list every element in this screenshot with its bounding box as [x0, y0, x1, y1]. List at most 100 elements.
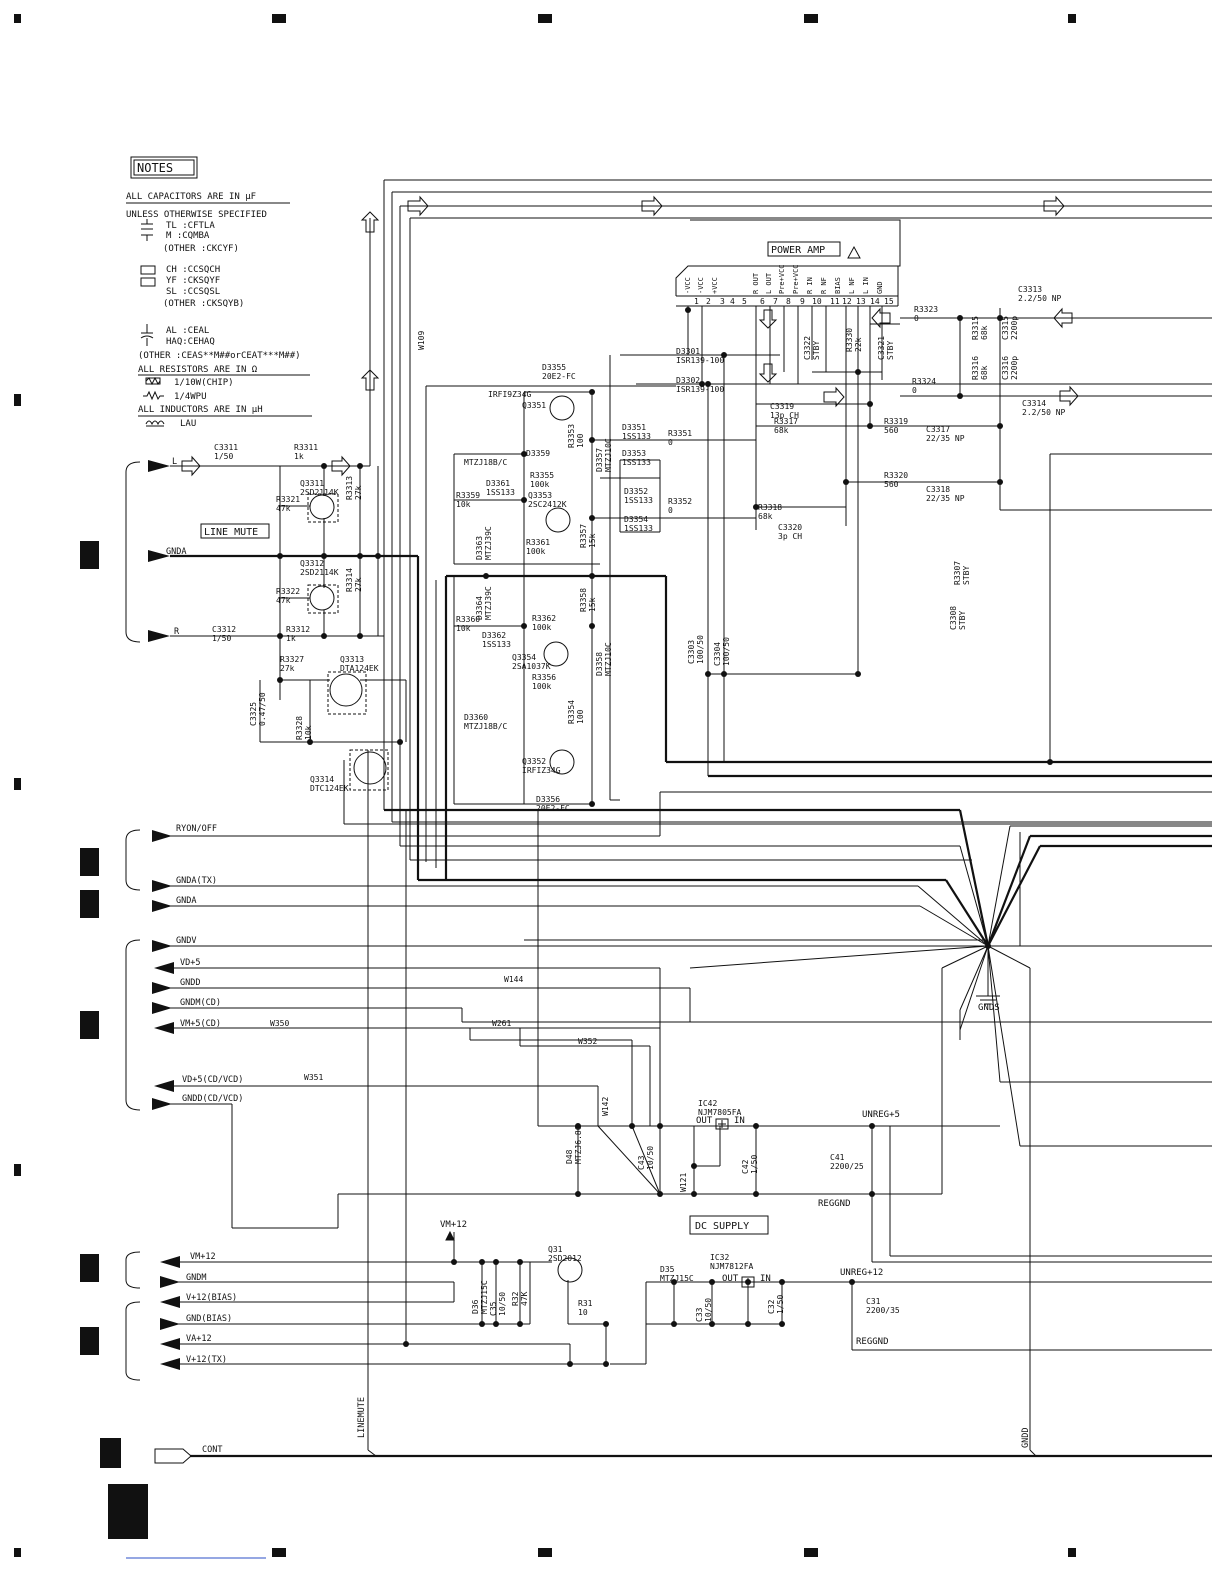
part-ref: W351 [304, 1073, 323, 1082]
part-value: 2SD2114K [300, 568, 339, 577]
connector-label: GNDM(CD) [180, 998, 221, 1008]
notes-line: CH :CCSQCH [166, 265, 220, 275]
part-ref: C41 [830, 1153, 845, 1162]
part-ref: Q3353 [528, 491, 552, 500]
ic-pin-number: 11 [830, 297, 840, 306]
part-ref: C3322 [803, 336, 812, 360]
part-label: R3353100 [567, 424, 585, 448]
part-label: C3310/50 [695, 1298, 713, 1322]
connector-label: VD+5(CD/VCD) [182, 1075, 243, 1085]
part-value: 1k [286, 634, 296, 643]
part-ref: C3316 [1001, 356, 1010, 380]
notes-line: ALL RESISTORS ARE IN Ω [138, 365, 258, 375]
connector-arrows [148, 460, 180, 1370]
part-label: D3364MTZJ39C [475, 586, 493, 620]
part-value: 15k [588, 533, 597, 548]
part-label: W144 [504, 975, 523, 984]
part-value: 0.47/50 [258, 692, 267, 726]
notes-line: (OTHER :CKSQYB) [163, 299, 244, 309]
ic-pin-number: 8 [786, 297, 791, 306]
ic-pin-name: R NF [820, 277, 828, 294]
part-value: 22/35 NP [926, 494, 965, 503]
arrow-right-icon [331, 455, 351, 477]
part-ref: C35 [489, 1301, 498, 1316]
part-value: 2SD2012 [548, 1254, 582, 1263]
cont-connector-icon [154, 1448, 192, 1464]
part-value: MTZJ18B/C [464, 722, 508, 731]
part-value: 2SC2412K [528, 500, 567, 509]
part-ref: D3363 [475, 536, 484, 560]
part-value: 100/50 [696, 635, 705, 664]
part-ref: R3323 [914, 305, 938, 314]
part-ref: D3361 [486, 479, 510, 488]
part-label: C321/50 [767, 1295, 785, 1314]
arrow-right-icon [823, 386, 845, 408]
part-ref: R3321 [276, 495, 300, 504]
part-ref: IC32 [710, 1253, 729, 1262]
arrow-right-icon [181, 455, 201, 477]
connector-in-icon [160, 1318, 180, 1330]
part-ref: R3312 [286, 625, 310, 634]
part-label: W350 [270, 1019, 289, 1028]
part-label: R332810k [295, 716, 313, 740]
ic-pin-name: BIAS [834, 277, 842, 294]
part-value: 22k [854, 337, 863, 352]
notes-line: 1/4WPU [174, 392, 207, 402]
connector-in-icon [152, 1002, 172, 1014]
arrow-left-icon [1053, 307, 1073, 329]
part-ref: R3330 [845, 328, 854, 352]
regulator-boxes [715, 1118, 755, 1288]
dc-supply-label: DC SUPPLY [695, 1221, 749, 1232]
connector-in-icon [152, 1098, 172, 1110]
part-value: 47k [276, 596, 291, 605]
part-label: W142 [601, 1097, 610, 1116]
part-ref: D3351 [622, 423, 646, 432]
connector-label: GNDA(TX) [176, 876, 217, 886]
connector-label: V+12(TX) [186, 1355, 227, 1365]
ic-pin-number: 4 [730, 297, 735, 306]
net-label-linemute: LINEMUTE [357, 1397, 367, 1438]
part-ref: R3361 [526, 538, 550, 547]
connector-in-icon [148, 460, 170, 472]
ic32-out-label: OUT [722, 1274, 739, 1284]
notes-line: (OTHER :CKCYF) [163, 244, 239, 254]
connector-label: RYON/OFF [176, 824, 217, 834]
notes-line: HAQ:CEHAQ [166, 337, 215, 347]
part-ref: C33 [695, 1307, 704, 1322]
part-ref: C3318 [926, 485, 950, 494]
part-ref: R3320 [884, 471, 908, 480]
part-label: Q3351 [522, 401, 546, 410]
connector-label: VA+12 [186, 1334, 212, 1344]
part-ref: R3307 [953, 561, 962, 585]
part-ref: R3311 [294, 443, 318, 452]
part-label: D3358MTZJ10C [595, 642, 613, 676]
notes-line: YF :CKSQYF [166, 276, 220, 286]
arrow-up-icon [360, 211, 380, 233]
net-label-unreg12: UNREG+12 [840, 1268, 883, 1278]
part-value: 1/50 [776, 1295, 785, 1314]
part-value: 1SS133 [622, 432, 651, 441]
part-value: MTZJ6.8C [574, 1125, 583, 1164]
part-value: 27k [354, 577, 363, 592]
part-value: 10k [456, 500, 471, 509]
part-ref: C3320 [778, 523, 802, 532]
part-ref: R3353 [567, 424, 576, 448]
part-ref: D36 [471, 1299, 480, 1314]
part-value: 100 [576, 433, 585, 448]
part-ref: C3319 [770, 402, 794, 411]
block-labels: POWER AMP LINE MUTE DC SUPPLY [200, 241, 861, 1235]
part-label: R335815k [579, 588, 597, 612]
arrow-up-icon [445, 1230, 455, 1241]
part-ref: C3314 [1022, 399, 1046, 408]
